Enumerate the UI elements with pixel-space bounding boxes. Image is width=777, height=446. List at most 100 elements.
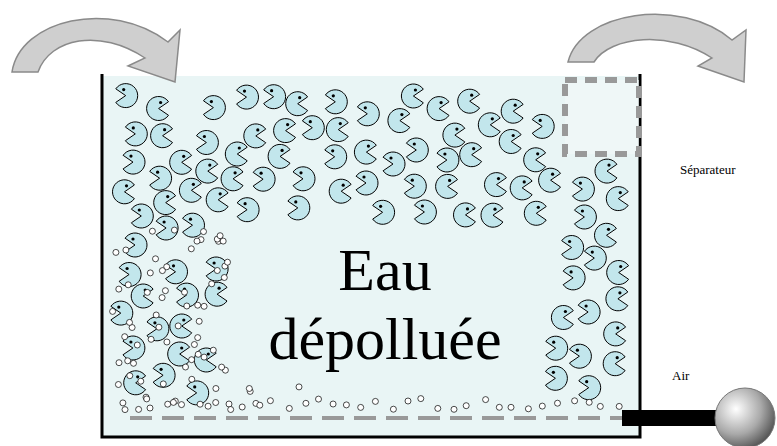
- air-bubble: [555, 400, 561, 406]
- air-bubble: [184, 303, 190, 309]
- microbe-eye: [411, 179, 414, 182]
- air-bubble: [597, 403, 603, 409]
- microbe: [437, 148, 459, 172]
- microbe: [595, 159, 617, 183]
- microbe-body: [545, 366, 567, 390]
- microbe: [268, 144, 290, 168]
- microbe-body: [499, 130, 521, 154]
- air-bubble: [196, 318, 202, 324]
- air-bubble: [183, 364, 189, 370]
- air-bubble: [197, 401, 203, 407]
- microbe: [414, 200, 436, 224]
- microbe-eye: [581, 209, 584, 212]
- air-bubble: [246, 386, 252, 392]
- microbe: [253, 167, 275, 191]
- microbe-body: [150, 166, 172, 190]
- microbe-body: [437, 148, 459, 172]
- microbe: [196, 159, 218, 183]
- microbe-body: [179, 178, 201, 202]
- microbe-body: [572, 177, 594, 201]
- air-bubble: [175, 323, 181, 329]
- air-bubble: [115, 382, 121, 388]
- microbe-eye: [299, 171, 302, 174]
- microbe-eye: [576, 349, 579, 352]
- water-label: Eau dépolluée: [240, 236, 530, 374]
- air-bubble: [451, 406, 457, 412]
- microbe-eye: [156, 171, 159, 174]
- microbe: [373, 200, 395, 224]
- air-bubble: [194, 238, 200, 244]
- air-bubble: [239, 404, 245, 410]
- microbe-eye: [455, 128, 458, 131]
- microbe-body: [125, 233, 147, 257]
- air-bubble: [217, 233, 223, 239]
- microbe: [179, 178, 201, 202]
- air-bubble: [225, 259, 231, 265]
- air-label: Air: [672, 368, 689, 384]
- microbe: [524, 201, 546, 225]
- microbe: [551, 306, 573, 330]
- air-bubble: [330, 401, 336, 407]
- microbe-body: [563, 266, 585, 290]
- microbe-body: [532, 114, 554, 138]
- microbe: [170, 150, 192, 174]
- microbe: [170, 314, 192, 338]
- microbe: [131, 204, 153, 228]
- microbe-body: [414, 200, 436, 224]
- air-bubble: [144, 396, 150, 402]
- microbe-body: [501, 99, 523, 123]
- microbe: [569, 344, 591, 368]
- microbe: [578, 300, 600, 324]
- microbe: [168, 342, 190, 366]
- microbe-eye: [207, 352, 210, 355]
- microbe: [388, 109, 410, 133]
- air-bubble: [195, 335, 201, 341]
- microbe-eye: [421, 204, 424, 207]
- microbe: [329, 179, 351, 203]
- microbe: [539, 168, 561, 192]
- air-bubble: [343, 402, 349, 408]
- microbe-body: [151, 124, 173, 148]
- microbe-body: [458, 89, 480, 113]
- microbe-body: [404, 174, 426, 198]
- air-bubble: [138, 378, 144, 384]
- microbe: [574, 205, 596, 229]
- microbe-eye: [136, 375, 139, 378]
- microbe-body: [206, 188, 228, 212]
- microbe-body: [603, 352, 625, 376]
- air-bubble: [116, 286, 122, 292]
- microbe-eye: [331, 149, 334, 152]
- microbe: [501, 99, 523, 123]
- air-bubble: [214, 268, 220, 274]
- microbe-eye: [618, 291, 621, 294]
- air-bubble: [182, 289, 188, 295]
- microbe-eye: [491, 117, 494, 120]
- air-bubble: [131, 360, 137, 366]
- air-bubble: [120, 400, 126, 406]
- microbe-eye: [619, 191, 622, 194]
- microbe-body: [221, 167, 243, 191]
- microbe-body: [154, 191, 176, 215]
- air-bubble: [164, 339, 170, 345]
- microbe-eye: [131, 237, 134, 240]
- microbe-eye: [234, 171, 237, 174]
- air-diffuser: [130, 416, 622, 420]
- air-bubble: [508, 404, 514, 410]
- microbes: [111, 84, 629, 405]
- air-pump: [715, 388, 775, 446]
- microbe-eye: [192, 183, 195, 186]
- microbe: [510, 176, 532, 200]
- air-bubble: [162, 288, 168, 294]
- microbe-eye: [270, 89, 273, 92]
- microbe: [150, 166, 172, 190]
- microbe-body: [584, 246, 606, 270]
- air-bubble: [496, 404, 502, 410]
- air-bubble: [110, 308, 116, 314]
- microbe-body: [481, 203, 503, 227]
- air-bubble: [189, 376, 195, 382]
- microbe-body: [329, 179, 351, 203]
- microbe: [153, 363, 175, 387]
- microbe: [454, 203, 476, 227]
- microbe-body: [562, 236, 584, 260]
